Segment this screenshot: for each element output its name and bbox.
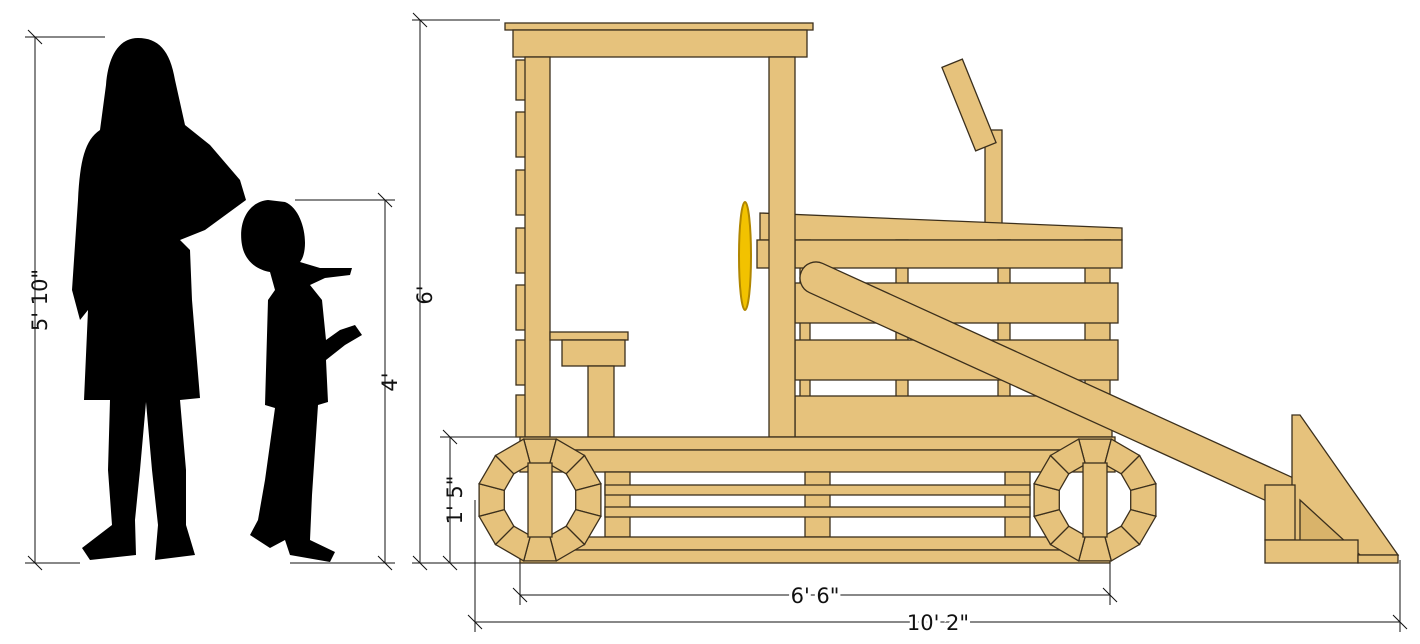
wheel — [478, 438, 602, 562]
adult-height-label: 5' 10" — [28, 269, 52, 331]
wheel-hub — [527, 462, 553, 538]
roof — [512, 29, 808, 58]
seat-leg — [587, 365, 615, 438]
rear-post — [524, 56, 551, 438]
blade-base — [1264, 539, 1359, 564]
wheel — [1033, 438, 1157, 562]
front-post — [768, 56, 796, 438]
overall-length-label: 10' 2" — [907, 611, 969, 635]
hood — [759, 212, 1123, 241]
exhaust-cap — [941, 58, 997, 152]
track-height-label: 1' 5" — [443, 476, 467, 525]
wheel-hub — [1082, 462, 1108, 538]
overall-height-label: 6' — [413, 285, 437, 304]
seat-top — [549, 331, 629, 341]
roof-trim — [504, 22, 814, 31]
adult-silhouette — [72, 38, 246, 560]
child-silhouette — [241, 200, 362, 562]
bulldozer — [478, 22, 1400, 564]
steering-wheel — [738, 201, 752, 311]
track — [519, 436, 1116, 564]
track-length-label: 6' 6" — [791, 584, 840, 608]
child-height-label: 4' — [378, 372, 402, 391]
dimension-labels: 5' 10" 4' 6' 1' 5" 6' 6" 10' 2" — [28, 269, 972, 638]
track-wheels — [478, 438, 1157, 562]
seat-box — [561, 339, 626, 367]
dimension-lines — [25, 12, 1408, 632]
